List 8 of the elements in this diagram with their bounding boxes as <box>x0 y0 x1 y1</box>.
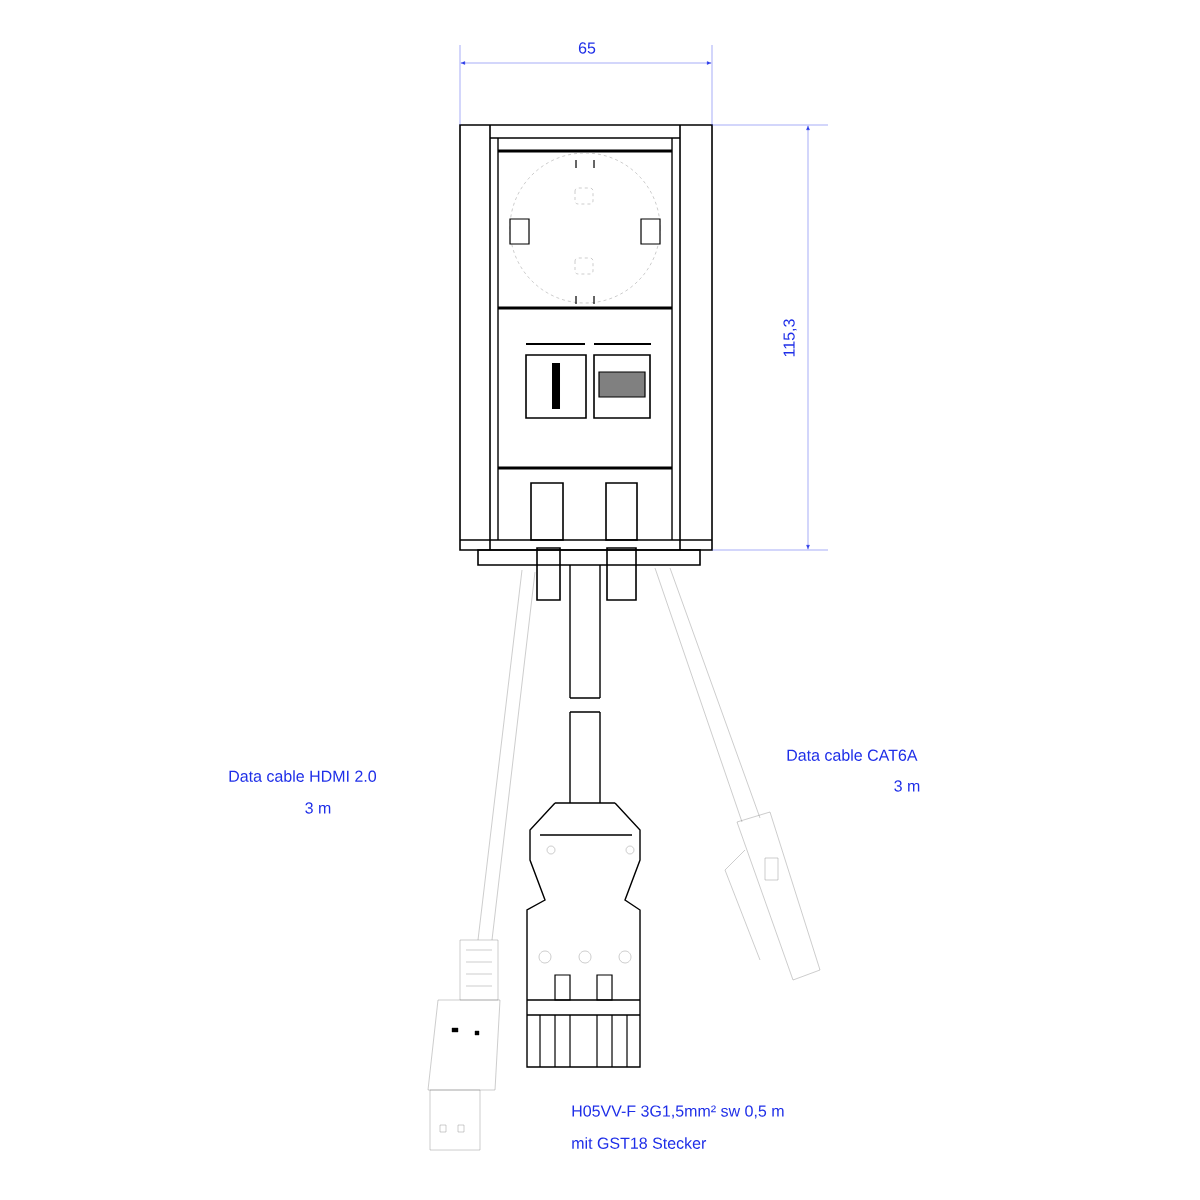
dimension-label: 115,3 <box>783 319 797 357</box>
cable-label: mit GST18 Stecker <box>572 1137 707 1149</box>
cable-label: Data cable CAT6A <box>787 749 918 761</box>
dimension-label: 65 <box>578 42 596 54</box>
cable-label: 3 m <box>894 780 920 792</box>
cable-label: Data cable HDMI 2.0 <box>229 770 377 782</box>
cable-label: H05VV-F 3G1,5mm² sw 0,5 m <box>572 1105 784 1119</box>
cable-label: 3 m <box>305 802 331 814</box>
